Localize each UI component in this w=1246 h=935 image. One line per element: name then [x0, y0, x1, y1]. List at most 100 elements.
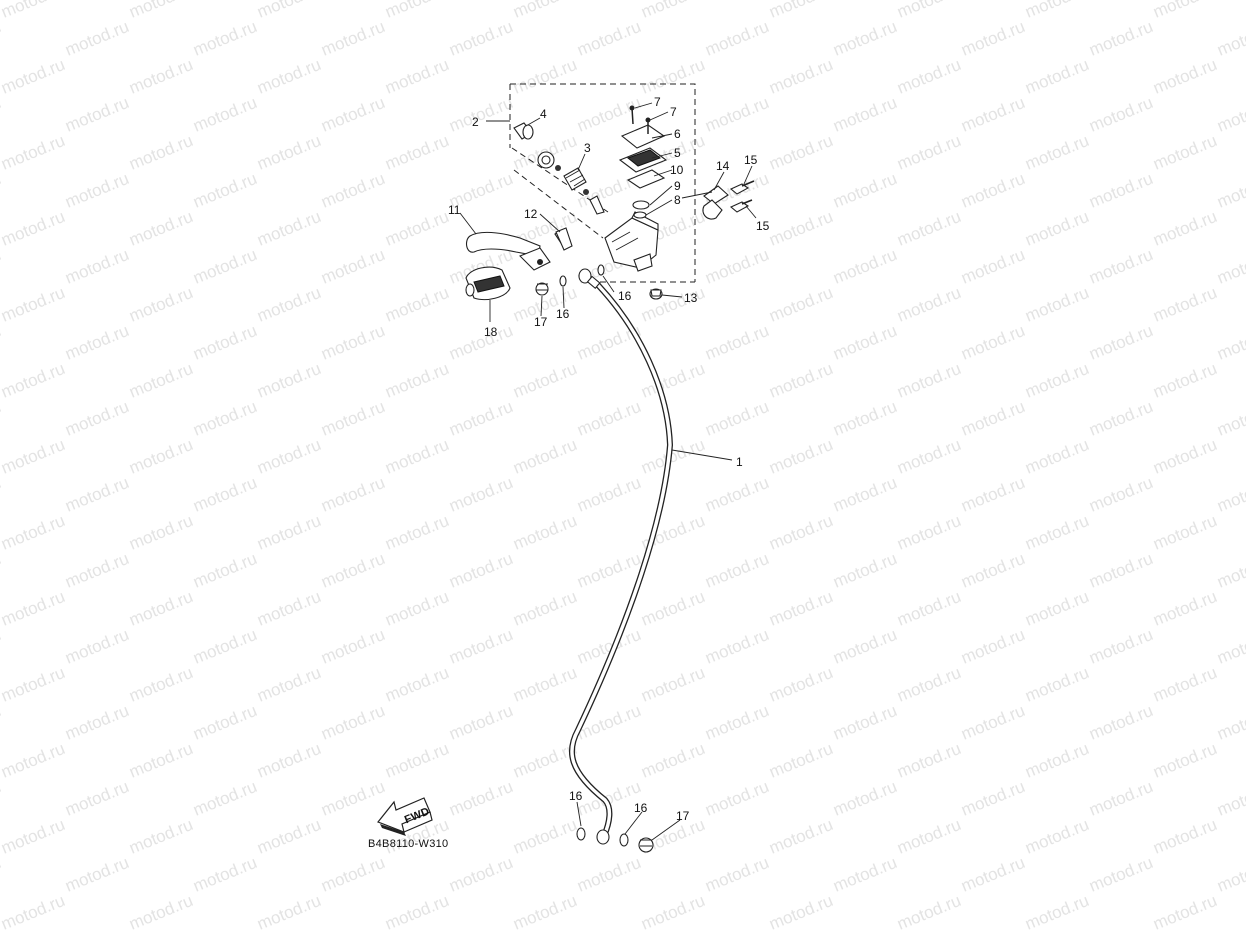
- watermark-text: motod.ru: [702, 473, 771, 516]
- watermark-text: motod.ru: [1150, 0, 1219, 22]
- callout-7-second: 7: [670, 105, 677, 119]
- plate: [626, 169, 666, 189]
- watermark-text: motod.ru: [766, 207, 835, 250]
- callout-13: 13: [684, 291, 698, 305]
- watermark-text: motod.ru: [0, 815, 68, 858]
- watermark-text: motod.ru: [62, 397, 131, 440]
- watermark-text: motod.ru: [1086, 853, 1155, 896]
- upper-banjo-fitting: [578, 268, 601, 290]
- watermark-text: motod.ru: [382, 131, 451, 174]
- watermark-text: motod.ru: [1214, 777, 1246, 820]
- callout-9: 9: [674, 179, 681, 193]
- watermark-text: motod.ru: [0, 853, 4, 896]
- watermark-text: motod.ru: [382, 739, 451, 782]
- watermark-text: motod.ru: [0, 17, 4, 60]
- watermark-text: motod.ru: [766, 283, 835, 326]
- bleeder-cap: [649, 288, 663, 300]
- callout-2: 2: [472, 115, 479, 129]
- watermark-text: motod.ru: [702, 549, 771, 592]
- watermark-text: motod.ru: [958, 853, 1027, 896]
- callout-16-upper-right: 16: [618, 289, 632, 303]
- callout-3: 3: [584, 141, 591, 155]
- watermark-text: motod.ru: [1022, 663, 1091, 706]
- assembly-box-diagonal-bottom: [513, 169, 604, 239]
- watermark-text: motod.ru: [126, 207, 195, 250]
- watermark-text: motod.ru: [638, 0, 707, 22]
- watermark-text: motod.ru: [1022, 435, 1091, 478]
- watermark-text: motod.ru: [0, 663, 68, 706]
- callout-labels: 1 2 3 4 5 6 7 7 8 9 10 11 12 13 14 15 15…: [448, 95, 770, 823]
- watermark-text: motod.ru: [62, 853, 131, 896]
- watermark-text: motod.ru: [702, 245, 771, 288]
- watermark-text: motod.ru: [1150, 739, 1219, 782]
- watermark-text: motod.ru: [830, 397, 899, 440]
- watermark-text: motod.ru: [958, 169, 1027, 212]
- watermark-text: motod.ru: [0, 207, 68, 250]
- watermark-text: motod.ru: [702, 625, 771, 668]
- watermark-text: motod.ru: [190, 321, 259, 364]
- lower-washer-right: [619, 833, 629, 847]
- callout-6: 6: [674, 127, 681, 141]
- watermark-text: motod.ru: [126, 739, 195, 782]
- watermark-text: motod.ru: [0, 169, 4, 212]
- assembly-box-outline: [509, 83, 696, 282]
- watermark-text: motod.ru: [510, 587, 579, 630]
- watermark-text: motod.ru: [254, 207, 323, 250]
- watermark-text: motod.ru: [190, 473, 259, 516]
- watermark-text: motod.ru: [318, 777, 387, 820]
- watermark-text: motod.ru: [638, 587, 707, 630]
- watermark-text: motod.ru: [830, 473, 899, 516]
- watermark-text: motod.ru: [702, 17, 771, 60]
- watermark-text: motod.ru: [1214, 169, 1246, 212]
- watermark-text: motod.ru: [0, 435, 68, 478]
- watermark-text: motod.ru: [62, 321, 131, 364]
- watermark-text: motod.ru: [446, 93, 515, 136]
- watermark-text: motod.ru: [62, 473, 131, 516]
- watermark-text: motod.ru: [1150, 891, 1219, 934]
- watermark-text: motod.ru: [894, 0, 963, 22]
- watermark-text: motod.ru: [1214, 853, 1246, 896]
- watermark-text: motod.ru: [702, 929, 771, 935]
- watermark-text: motod.ru: [190, 169, 259, 212]
- watermark-text: motod.ru: [766, 511, 835, 554]
- watermark-text: motod.ru: [446, 321, 515, 364]
- watermark-text: motod.ru: [766, 435, 835, 478]
- upper-washer-right: [597, 264, 605, 276]
- watermark-text: motod.ru: [958, 701, 1027, 744]
- watermark-text: motod.ru: [126, 587, 195, 630]
- watermark-text: motod.ru: [894, 739, 963, 782]
- brake-switch-assembly: [465, 266, 511, 301]
- watermark-text: motod.ru: [0, 321, 4, 364]
- watermark-text: motod.ru: [0, 701, 4, 744]
- watermark-text: motod.ru: [446, 397, 515, 440]
- callout-15-top: 15: [744, 153, 758, 167]
- watermark-text: motod.ru: [126, 815, 195, 858]
- watermark-text: motod.ru: [830, 853, 899, 896]
- watermark-text: motod.ru: [318, 93, 387, 136]
- upper-union-bolt: [535, 282, 549, 296]
- watermark-text: motod.ru: [894, 587, 963, 630]
- watermark-text: motod.ru: [958, 777, 1027, 820]
- watermark-text: motod.ru: [254, 435, 323, 478]
- watermark-text: motod.ru: [1214, 473, 1246, 516]
- watermark-text: motod.ru: [1150, 587, 1219, 630]
- watermark-text: motod.ru: [830, 625, 899, 668]
- watermark-text: motod.ru: [574, 473, 643, 516]
- watermark-text: motod.ru: [254, 891, 323, 934]
- watermark-text: motod.ru: [1086, 17, 1155, 60]
- watermark-text: motod.ru: [1150, 663, 1219, 706]
- watermark-text: motod.ru: [446, 473, 515, 516]
- watermark-text: motod.ru: [446, 625, 515, 668]
- watermark-text: motod.ru: [1150, 359, 1219, 402]
- watermark-text: motod.ru: [190, 929, 259, 935]
- watermark-text: motod.ru: [0, 549, 4, 592]
- watermark-text: motod.ru: [446, 853, 515, 896]
- watermark-text: motod.ru: [1022, 0, 1091, 22]
- upper-washer-left: [559, 275, 567, 287]
- watermark-text: motod.ru: [318, 853, 387, 896]
- callout-8: 8: [674, 193, 681, 207]
- watermark-text: motod.ru: [318, 321, 387, 364]
- watermark-text: motod.ru: [0, 55, 68, 98]
- watermark-text: motod.ru: [1022, 131, 1091, 174]
